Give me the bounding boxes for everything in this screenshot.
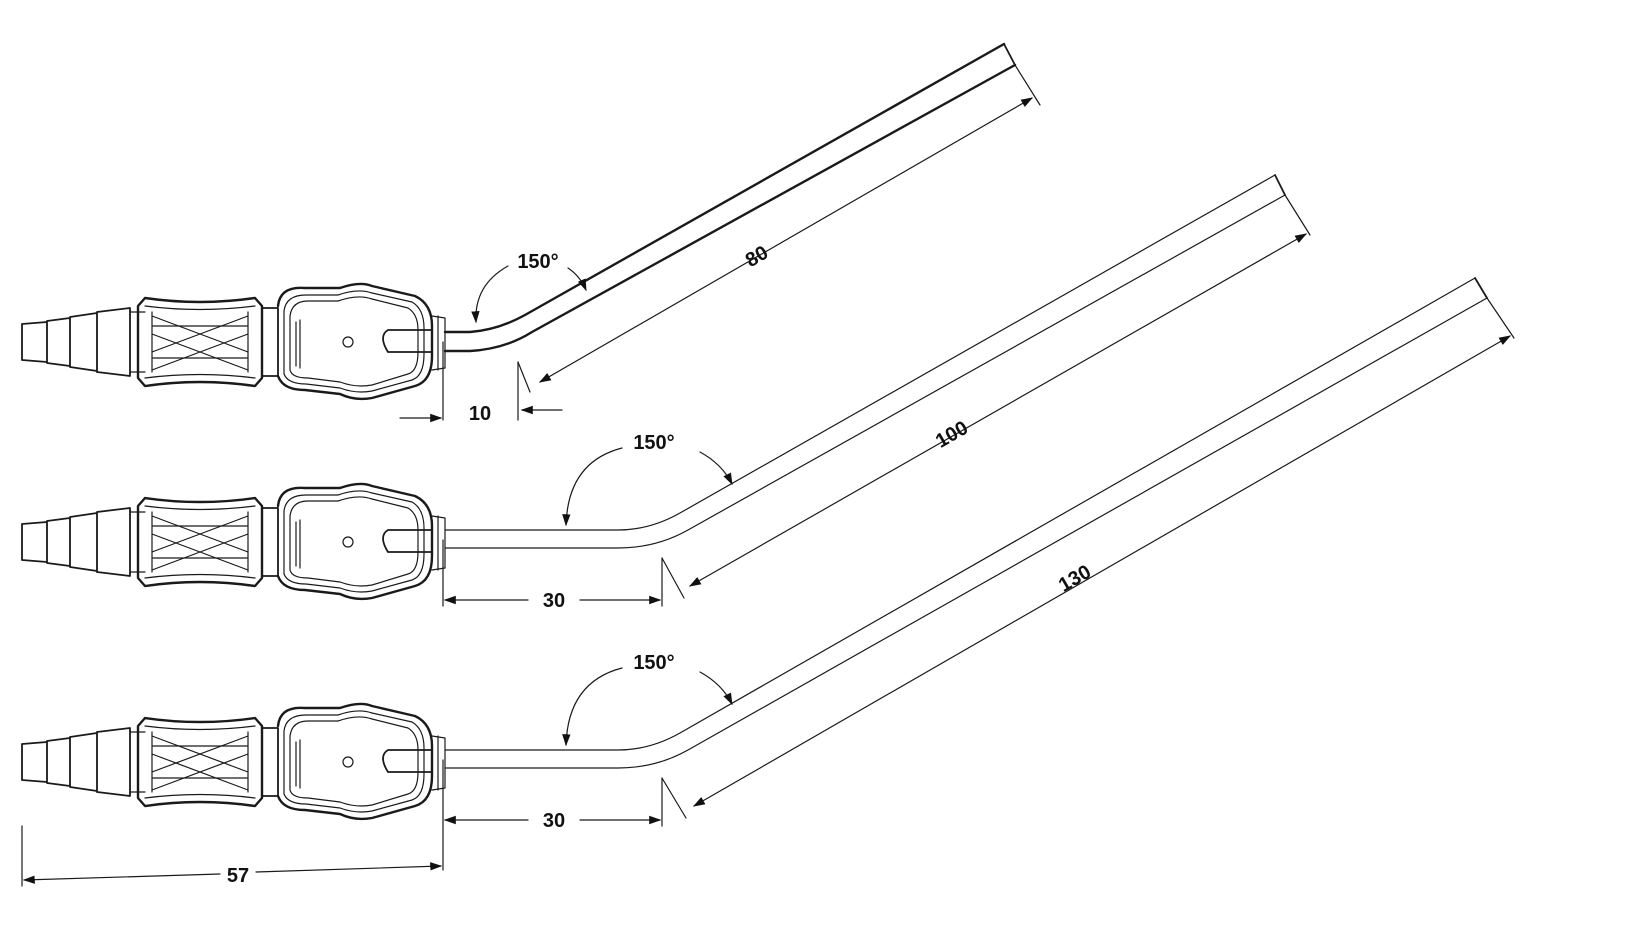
- cannula-top: 80 150° 10: [20, 42, 1041, 425]
- length-label-top: 80: [742, 242, 772, 272]
- cannula-bottom: 130 150° 30: [20, 277, 1515, 832]
- angle-label-top: 150°: [517, 251, 558, 273]
- overall-dimension: 57: [21, 825, 444, 887]
- length-label-bottom: 130: [1055, 561, 1095, 597]
- length-label-middle: 100: [932, 417, 972, 453]
- cannula-middle: 100 150° 30: [20, 174, 1311, 612]
- straight-label-bottom: 30: [543, 810, 565, 832]
- angle-label-middle: 150°: [633, 432, 674, 454]
- angle-label-bottom: 150°: [633, 652, 674, 674]
- straight-label-top: 10: [469, 403, 491, 425]
- straight-label-middle: 30: [543, 590, 565, 612]
- overall-length-label: 57: [227, 865, 249, 887]
